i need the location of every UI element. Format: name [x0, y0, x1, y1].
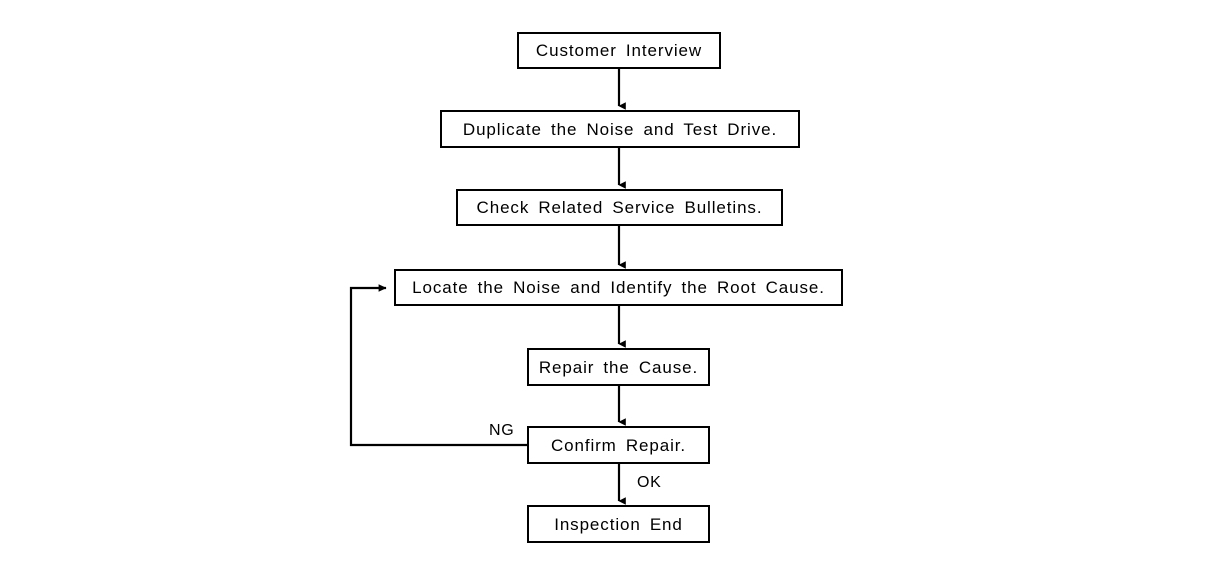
node-confirm-repair[interactable]: Confirm Repair.: [527, 426, 710, 464]
node-repair-cause[interactable]: Repair the Cause.: [527, 348, 710, 386]
edge-label-ng: NG: [489, 422, 515, 439]
edge-label-ok: OK: [637, 474, 662, 491]
node-check-bulletins[interactable]: Check Related Service Bulletins.: [456, 189, 783, 226]
node-duplicate-noise[interactable]: Duplicate the Noise and Test Drive.: [440, 110, 800, 148]
node-label-customer-interview: Customer Interview: [535, 41, 703, 60]
node-customer-interview[interactable]: Customer Interview: [517, 32, 721, 69]
node-label-locate-noise: Locate the Noise and Identify the Root C…: [412, 278, 825, 297]
node-label-duplicate-noise: Duplicate the Noise and Test Drive.: [462, 119, 778, 139]
node-locate-noise[interactable]: Locate the Noise and Identify the Root C…: [394, 269, 843, 306]
node-label-repair-cause: Repair the Cause.: [538, 357, 699, 377]
node-label-inspection-end: Inspection End: [554, 514, 683, 534]
node-label-confirm-repair: Confirm Repair.: [550, 435, 687, 455]
node-inspection-end[interactable]: Inspection End: [527, 505, 710, 543]
node-label-check-bulletins: Check Related Service Bulletins.: [476, 198, 763, 217]
connector-confirm-ng-loop-to-locate: [349, 284, 527, 447]
